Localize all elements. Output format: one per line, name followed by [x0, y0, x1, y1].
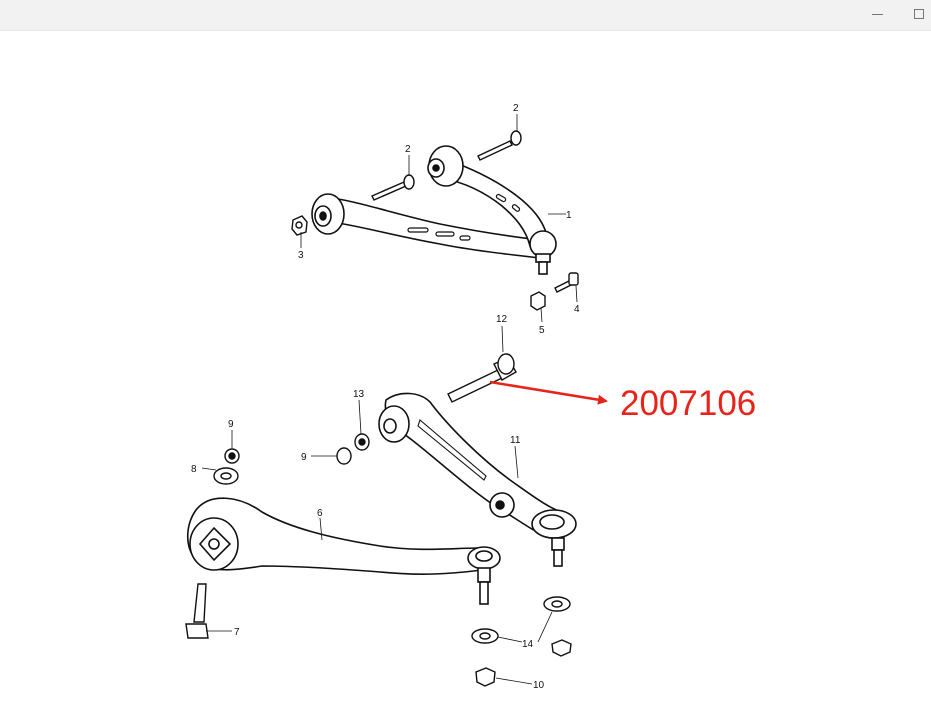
nut-3	[291, 215, 308, 236]
minimize-button[interactable]	[866, 4, 888, 24]
washer-13	[354, 433, 370, 451]
diagram-canvas: 1 2 2 3 4 5 6 7 8 9 9 10 11 12 13 14 200…	[0, 30, 931, 722]
maximize-button[interactable]	[908, 4, 930, 24]
nut-10a	[551, 639, 572, 657]
callout-2b: 2	[513, 103, 519, 114]
washer-8	[213, 467, 239, 485]
callout-5: 5	[539, 325, 545, 336]
red-arrow	[489, 380, 608, 405]
callout-12: 12	[496, 314, 508, 325]
callout-6: 6	[317, 508, 323, 519]
nut-5	[530, 291, 546, 311]
window-titlebar	[0, 0, 931, 31]
callout-2a: 2	[405, 144, 411, 155]
callout-1: 1	[566, 210, 572, 221]
leader-lines	[201, 114, 578, 685]
part-number-annotation: 2007106	[489, 380, 756, 423]
callout-9b: 9	[301, 452, 307, 463]
spacer-9a	[224, 448, 240, 464]
minimize-icon	[871, 13, 883, 15]
part-number-label: 2007106	[620, 384, 756, 423]
bolt-4	[554, 272, 579, 293]
upper-control-arm	[311, 145, 557, 275]
callout-labels: 1 2 2 3 4 5 6 7 8 9 9 10 11 12 13 14	[191, 103, 580, 691]
spacer-9b	[336, 447, 352, 465]
washer-14b	[471, 628, 499, 644]
tension-strut-6	[186, 497, 501, 605]
bolt-2b	[477, 130, 522, 161]
washer-14a	[543, 596, 571, 612]
lower-control-arm-11	[378, 392, 577, 567]
bolt-2a	[371, 174, 415, 201]
nut-10b	[475, 667, 496, 687]
callout-11: 11	[510, 435, 521, 446]
bolt-7	[185, 583, 209, 639]
callout-14: 14	[522, 639, 534, 650]
bolt-12	[447, 353, 517, 403]
callout-9a: 9	[228, 419, 234, 430]
callout-7: 7	[234, 627, 240, 638]
callout-8: 8	[191, 464, 197, 475]
maximize-icon	[914, 9, 924, 19]
callout-10: 10	[533, 680, 545, 691]
callout-13: 13	[353, 389, 365, 400]
callout-3: 3	[298, 250, 304, 261]
suspension-diagram: 1 2 2 3 4 5 6 7 8 9 9 10 11 12 13 14 200…	[185, 103, 756, 691]
callout-4: 4	[574, 304, 580, 315]
